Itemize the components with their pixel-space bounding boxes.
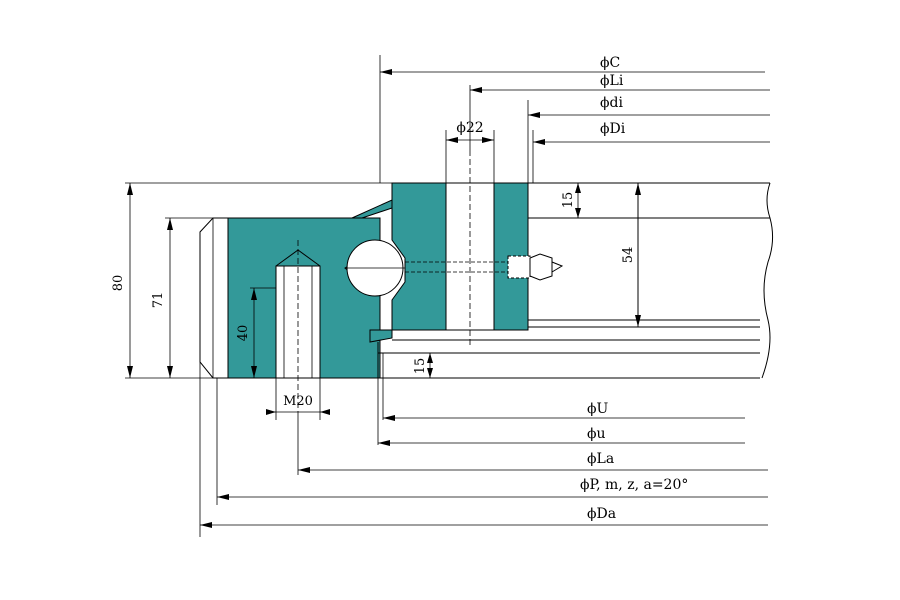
- label-U: ϕU: [587, 401, 609, 417]
- grease-nipple-base: [507, 255, 531, 279]
- label-Da: ϕDa: [587, 506, 616, 522]
- label-u: ϕu: [587, 426, 606, 442]
- grease-nipple-hex: [529, 253, 553, 281]
- label-22: ϕ22: [456, 120, 483, 136]
- label-La: ϕLa: [587, 451, 614, 467]
- dim-40-label: 40: [236, 325, 251, 342]
- dim-15-bottom-label: 15: [413, 358, 428, 375]
- dim-54-label: 54: [621, 247, 636, 264]
- top-seal: [351, 199, 393, 219]
- grease-nipple-tip: [551, 261, 564, 273]
- label-Di: ϕDi: [600, 121, 626, 137]
- m20-label: M20: [283, 394, 313, 409]
- bottom-seal: [369, 329, 393, 343]
- dim-80-label: 80: [111, 275, 126, 292]
- label-Li: ϕLi: [600, 73, 624, 89]
- label-C: ϕC: [600, 55, 620, 71]
- dim-71-label: 71: [151, 292, 166, 309]
- break-line: [761, 182, 774, 379]
- label-P: ϕP, m, z, a=20°: [580, 477, 688, 493]
- label-di: ϕdi: [600, 95, 624, 111]
- dim-15-top-label: 15: [561, 192, 576, 209]
- outer-ring-face: [199, 217, 228, 379]
